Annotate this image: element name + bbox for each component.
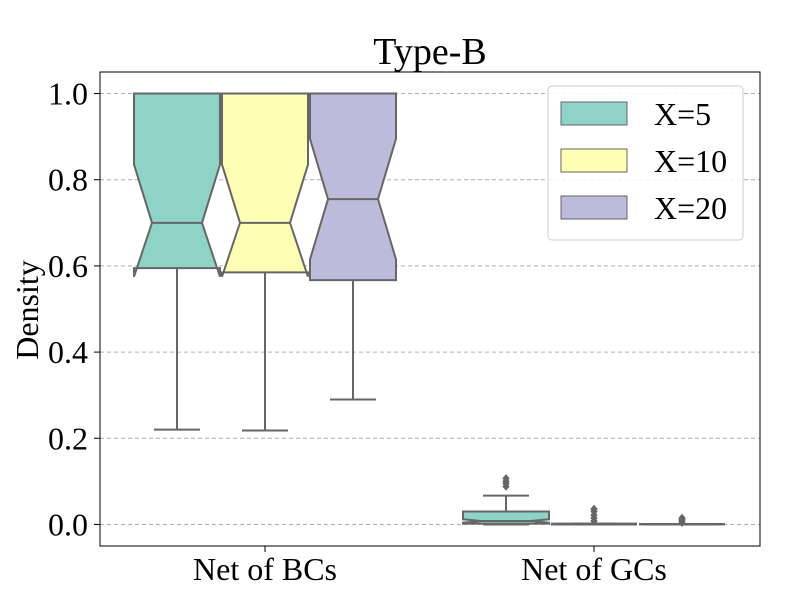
box-X=20-Net of BCs [309,92,397,401]
legend-label: X=5 [654,96,711,132]
y-tick-label: 0.4 [48,334,88,370]
box-plots [133,92,726,527]
y-axis-label: Density [9,260,45,360]
plot-frame [99,71,761,547]
outlier-point [502,474,510,483]
legend: X=5X=10X=20 [547,85,744,241]
box-X=5-Net of GCs [462,474,550,526]
box-X=10-Net of BCs [221,92,309,432]
y-tick-label: 1.0 [48,76,88,112]
legend-swatch [560,101,628,126]
outlier-point [590,504,598,514]
legend-swatch [560,195,628,220]
notched-box [133,92,221,278]
box-X=20-Net of GCs [638,513,726,527]
notched-box [309,92,397,282]
legend-label: X=20 [654,190,727,226]
box-X=10-Net of GCs [550,504,638,526]
outlier-point [678,513,686,523]
legend-swatch [560,148,628,173]
legend-label: X=10 [654,143,727,179]
grid-lines [100,93,760,525]
x-tick-label: Net of GCs [521,551,667,587]
x-tick-label: Net of BCs [193,551,337,587]
chart-title: Type-B [373,31,486,73]
y-tick-label: 0.2 [48,420,88,456]
y-tick-label: 0.0 [48,506,88,542]
notched-box [221,92,309,278]
y-tick-label: 0.8 [48,162,88,198]
y-tick-label: 0.6 [48,248,88,284]
box-X=5-Net of BCs [133,92,221,431]
